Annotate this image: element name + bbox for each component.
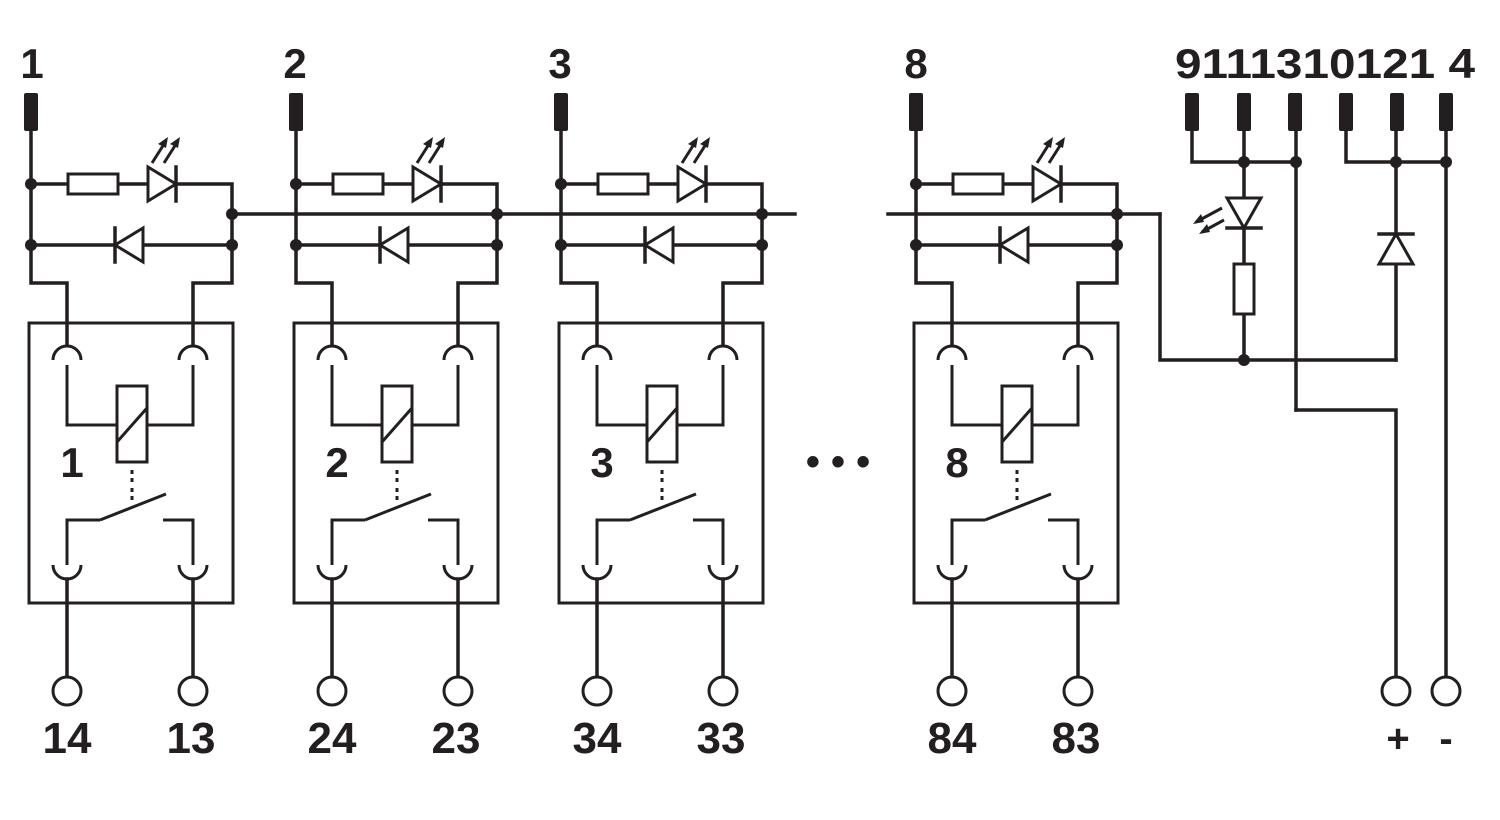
diode-icon bbox=[642, 225, 675, 265]
screw-terminal-icon bbox=[1430, 675, 1462, 707]
terminal-pin-icon bbox=[24, 93, 38, 131]
screw-terminal-icon bbox=[1380, 675, 1412, 707]
diode-icon bbox=[112, 225, 145, 265]
led-icon bbox=[146, 137, 180, 204]
relay-channel: 2 24 23 bbox=[289, 93, 503, 763]
relay-number-label: 1 bbox=[60, 439, 83, 486]
output-terminal-label: 13 bbox=[167, 714, 216, 763]
relay-number-label: 3 bbox=[590, 439, 613, 486]
screw-terminal-icon bbox=[936, 675, 968, 707]
relay-number-label: 8 bbox=[945, 439, 968, 486]
led-icon bbox=[676, 137, 710, 204]
resistor-icon bbox=[331, 172, 385, 196]
relay-housing bbox=[912, 321, 1120, 605]
terminal-pin-icon bbox=[1439, 93, 1453, 131]
screw-terminal-icon bbox=[1062, 675, 1094, 707]
contact-switch-icon bbox=[330, 492, 460, 565]
relay-coil-icon bbox=[380, 384, 414, 464]
terminal-pin-icon bbox=[1288, 93, 1302, 131]
led-icon bbox=[411, 137, 445, 204]
relay-coil-icon bbox=[1000, 384, 1034, 464]
resistor-icon bbox=[596, 172, 650, 196]
relay-channel: 8 84 83 bbox=[909, 93, 1123, 763]
terminal-pin-icon bbox=[1339, 93, 1353, 131]
top-terminal-label-1: 1 bbox=[20, 40, 43, 87]
output-terminal-label: 84 bbox=[928, 714, 977, 763]
output-terminal-label: 33 bbox=[697, 714, 746, 763]
output-terminal-label: 23 bbox=[432, 714, 481, 763]
screw-terminal-icon bbox=[316, 675, 348, 707]
top-terminal-label-2: 2 bbox=[283, 40, 306, 87]
screw-terminal-icon bbox=[177, 675, 209, 707]
terminal-pin-icon bbox=[554, 93, 568, 131]
resistor-icon bbox=[66, 172, 120, 196]
relay-channel: 1 14 13 bbox=[24, 93, 238, 763]
relay-number-label: 2 bbox=[325, 439, 348, 486]
diode-icon bbox=[377, 225, 410, 265]
screw-terminal-icon bbox=[581, 675, 613, 707]
relay-housing bbox=[292, 321, 500, 605]
terminal-pin-icon bbox=[289, 93, 303, 131]
relay-housing bbox=[557, 321, 765, 605]
resistor-icon bbox=[1232, 262, 1256, 316]
relay-coil-icon bbox=[645, 384, 679, 464]
terminal-pin-icon bbox=[909, 93, 923, 131]
led-icon bbox=[1193, 196, 1264, 234]
ellipsis: • • • bbox=[806, 440, 870, 484]
contact-switch-icon bbox=[595, 492, 725, 565]
terminal-pin-icon bbox=[1185, 93, 1199, 131]
top-terminal-label-3: 3 bbox=[548, 40, 571, 87]
supply-plus-label: + bbox=[1386, 717, 1409, 761]
screw-terminal-icon bbox=[51, 675, 83, 707]
contact-switch-icon bbox=[950, 492, 1080, 565]
relay-channel: 3 34 33 bbox=[554, 93, 768, 763]
output-terminal-label: 14 bbox=[43, 714, 92, 763]
right-terminal-labels: 9111310121 4 bbox=[1175, 40, 1476, 87]
diode-icon bbox=[1376, 230, 1416, 266]
resistor-icon bbox=[951, 172, 1005, 196]
relay-housing bbox=[27, 321, 235, 605]
relay-coil-icon bbox=[115, 384, 149, 464]
top-terminal-label-8: 8 bbox=[904, 40, 927, 87]
contact-switch-icon bbox=[65, 492, 195, 565]
output-terminal-label: 83 bbox=[1052, 714, 1101, 763]
terminal-pin-icon bbox=[1237, 93, 1251, 131]
screw-terminal-icon bbox=[707, 675, 739, 707]
screw-terminal-icon bbox=[442, 675, 474, 707]
led-icon bbox=[1031, 137, 1065, 204]
output-terminal-label: 34 bbox=[573, 714, 622, 763]
supply-section bbox=[1185, 93, 1462, 707]
terminal-pin-icon bbox=[1390, 93, 1404, 131]
diode-icon bbox=[997, 225, 1030, 265]
output-terminal-label: 24 bbox=[308, 714, 357, 763]
supply-minus-label: - bbox=[1439, 717, 1452, 761]
